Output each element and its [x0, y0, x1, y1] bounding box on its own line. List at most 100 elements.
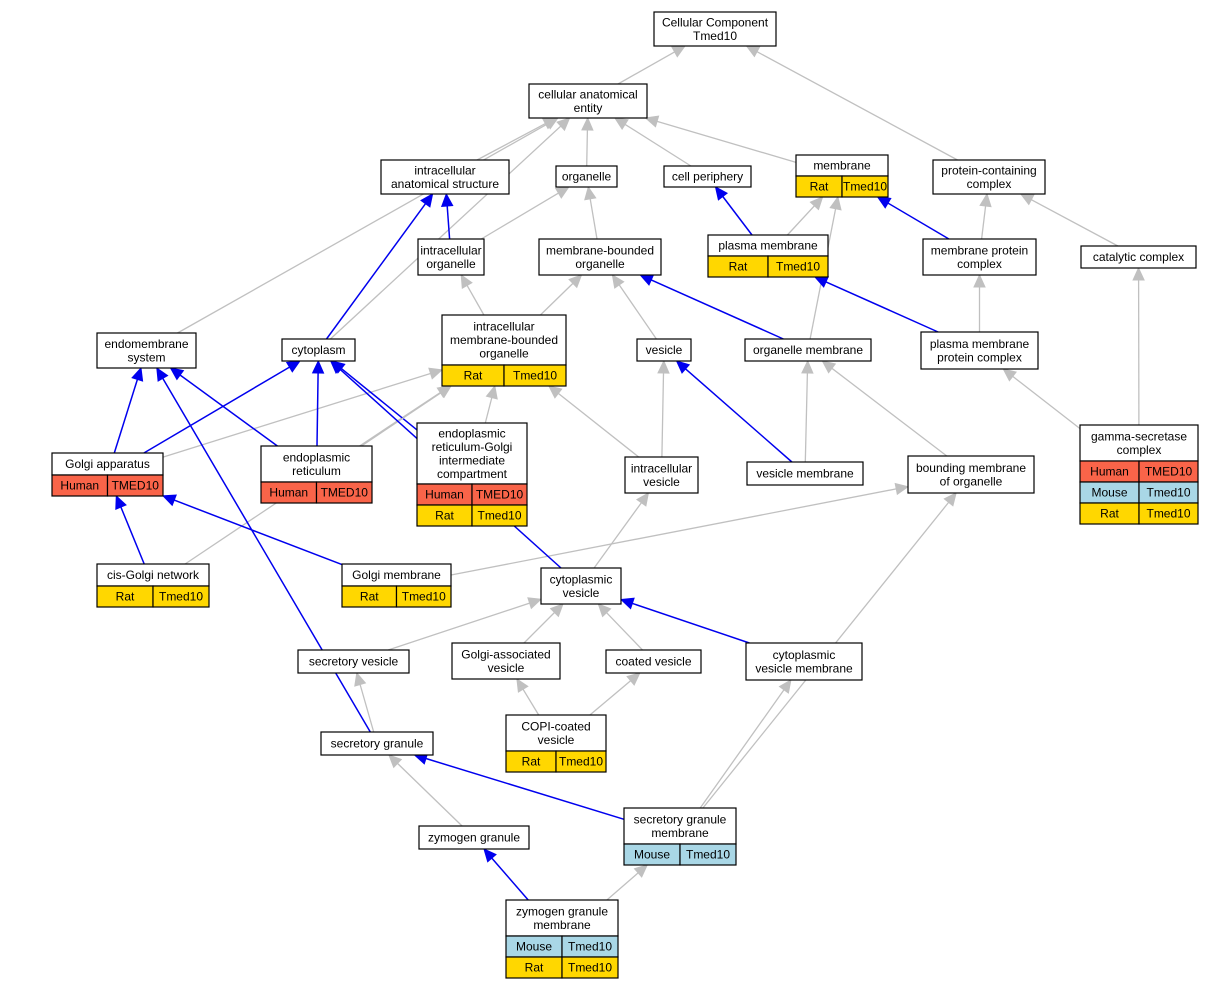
node-cyto[interactable]: cytoplasm — [281, 338, 356, 362]
is-a-line — [589, 680, 632, 716]
node-box — [538, 238, 662, 276]
gene-cell — [679, 843, 737, 866]
node-label: Golgi membrane — [352, 568, 441, 582]
node-organelle[interactable]: organelle — [555, 165, 618, 188]
arrowhead — [285, 360, 301, 373]
node-vesicle[interactable]: vesicle — [636, 338, 692, 362]
node-secgran[interactable]: secretory granule — [320, 731, 434, 756]
node-label: zymogen granule — [428, 831, 520, 845]
edge-golgimem-to-golgi — [161, 494, 343, 566]
is-a-line — [397, 762, 463, 827]
is-a-line — [606, 612, 643, 651]
arrowhead — [420, 193, 434, 208]
arrowhead — [549, 603, 564, 618]
node-box — [605, 649, 702, 674]
node-orgmem[interactable]: organelle membrane — [744, 338, 872, 362]
node-box — [96, 332, 197, 369]
edge-copi-to-gav — [516, 677, 540, 716]
node-label: vesicle membrane — [756, 467, 854, 481]
node-box — [416, 422, 528, 485]
gene-cell — [395, 585, 452, 608]
is-a-line — [618, 284, 657, 340]
edge-cyto-to-ias — [325, 193, 434, 340]
arrowhead — [635, 492, 650, 507]
node-box — [281, 338, 356, 362]
arrowhead — [115, 494, 127, 510]
node-box — [624, 456, 699, 494]
node-imbo[interactable]: intracellularmembrane-boundedorganelleRa… — [441, 314, 567, 387]
gene-label: Tmed10 — [843, 180, 887, 194]
node-box — [418, 825, 530, 850]
node-label: membrane-bounded — [450, 333, 558, 347]
is-a-line — [523, 612, 555, 644]
arrowhead — [437, 385, 452, 399]
arrowhead — [671, 45, 687, 58]
edge-pmpc-to-mpc — [973, 273, 986, 332]
part-of-line — [143, 366, 290, 454]
arrowhead — [1002, 368, 1017, 382]
node-vesmem[interactable]: vesicle membrane — [746, 461, 864, 486]
node-coated[interactable]: coated vesicle — [605, 649, 702, 674]
node-cellper[interactable]: cell periphery — [663, 165, 752, 188]
edge-orgmem-to-mbo — [639, 274, 784, 340]
node-zg[interactable]: zymogen granule — [418, 825, 530, 850]
arrowhead — [876, 196, 892, 209]
node-label: plasma membrane — [718, 239, 818, 253]
edge-cisg-to-golgi — [115, 494, 145, 565]
edge-pcc-to-root — [745, 45, 958, 161]
arrowhead — [556, 117, 571, 132]
arrowhead — [675, 360, 691, 374]
species-label: Rat — [522, 755, 541, 769]
part-of-line — [179, 374, 278, 447]
node-label: cytoplasmic — [550, 572, 613, 586]
arrowhead — [801, 359, 814, 374]
node-label: reticulum — [292, 464, 341, 478]
edge-zgm-to-sgm — [606, 864, 649, 901]
node-catc[interactable]: catalytic complex — [1080, 245, 1197, 269]
gene-label: Tmed10 — [477, 509, 521, 523]
node-ergic[interactable]: endoplasmicreticulum-Golgiintermediateco… — [416, 422, 528, 527]
gene-cell — [767, 255, 829, 278]
edge-golgi-to-endo — [113, 366, 144, 454]
node-label: protein-containing — [941, 163, 1036, 177]
gene-cell — [315, 481, 373, 504]
edge-mbo-to-organelle — [584, 185, 598, 240]
edge-coated-to-cytves — [597, 603, 643, 651]
edge-cvm-to-cytves — [619, 597, 750, 644]
is-a-line — [522, 688, 540, 716]
edge-gav-to-cytves — [523, 603, 564, 644]
edge-bmo-to-orgmem — [821, 360, 948, 457]
edge-zg-to-secgran — [388, 754, 463, 827]
node-box — [746, 461, 864, 486]
gene-label: Tmed10 — [776, 260, 820, 274]
node-secves[interactable]: secretory vesicle — [297, 649, 410, 674]
species-label: Rat — [1100, 507, 1119, 521]
gene-label: Tmed10 — [402, 590, 446, 604]
is-a-line — [329, 125, 562, 340]
